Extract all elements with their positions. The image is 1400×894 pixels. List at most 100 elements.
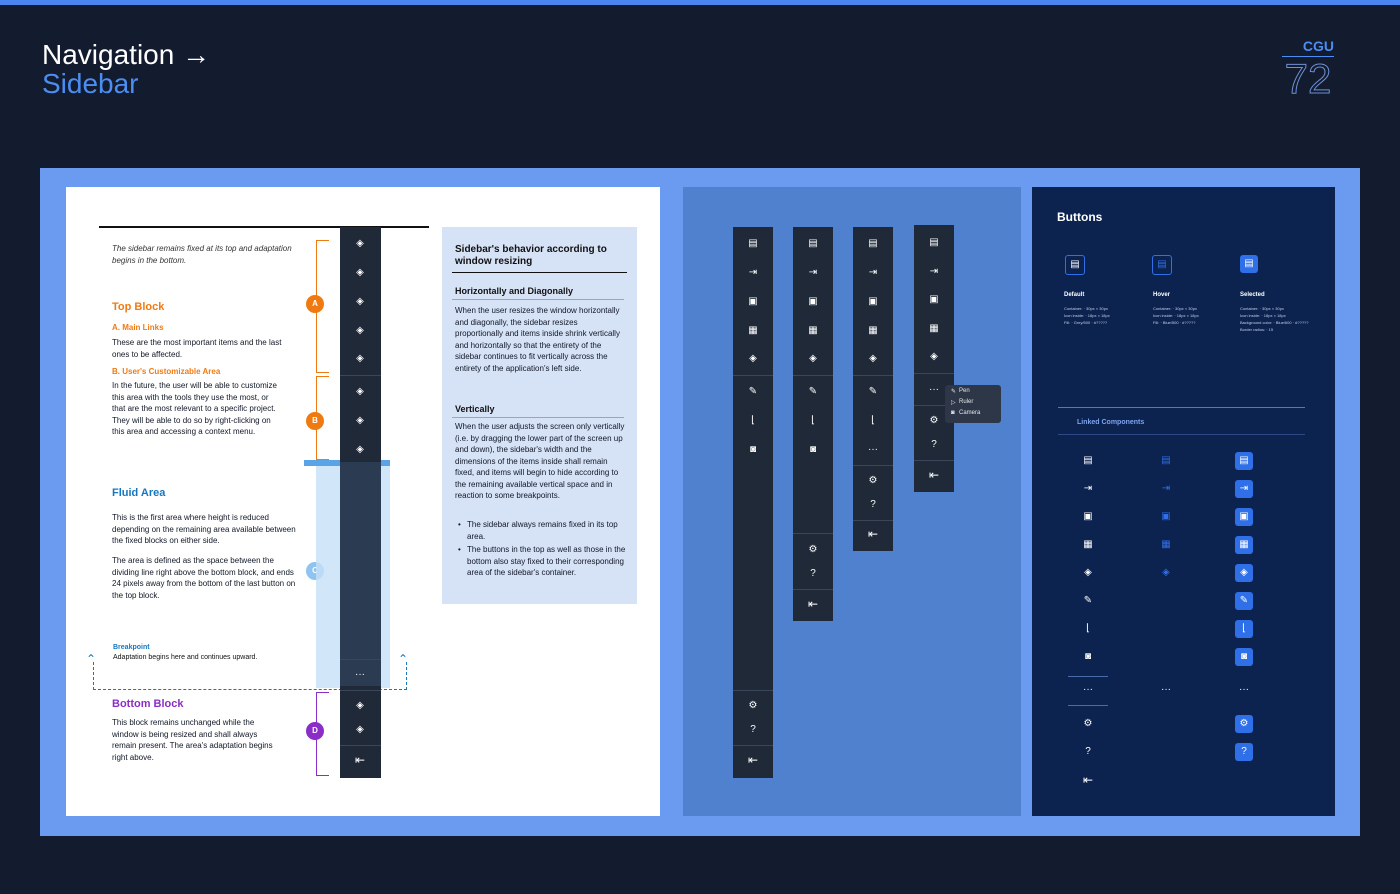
import-icon[interactable]: ⇥ xyxy=(929,266,939,277)
help-icon[interactable]: ? xyxy=(810,568,816,579)
ruler-icon[interactable]: ⌊ xyxy=(871,415,875,426)
help-icon[interactable]: ? xyxy=(1235,743,1253,761)
breakpoint-arrow-right-icon: ⌃ xyxy=(398,652,409,666)
logout-icon[interactable]: ⇤ xyxy=(1082,773,1094,787)
video-icon[interactable]: ▣ xyxy=(1161,511,1171,522)
pen-icon[interactable]: ✎ xyxy=(748,386,758,397)
more-icon[interactable]: ··· xyxy=(355,669,365,680)
more-icon[interactable]: ··· xyxy=(1239,684,1249,695)
button-selected-icon[interactable]: ▤ xyxy=(1240,255,1258,273)
layers-icon[interactable]: ◈ xyxy=(1235,564,1253,582)
spec-default-1: Container: · 30px × 30px xyxy=(1064,306,1108,311)
logout-icon[interactable]: ⇤ xyxy=(747,753,759,767)
layers-icon[interactable]: ◈ xyxy=(356,325,364,336)
layers-icon[interactable]: ◈ xyxy=(356,444,364,455)
logout-icon[interactable]: ⇤ xyxy=(928,468,940,482)
logout-icon[interactable]: ⇤ xyxy=(807,597,819,611)
more-icon[interactable]: ··· xyxy=(1083,684,1093,695)
layers-icon[interactable]: ◈ xyxy=(1162,567,1170,578)
video-icon[interactable]: ▣ xyxy=(868,296,878,307)
layers-icon[interactable]: ◈ xyxy=(869,353,877,364)
layers-icon[interactable]: ◈ xyxy=(749,353,757,364)
pen-icon[interactable]: ✎ xyxy=(1235,592,1253,610)
camera-icon[interactable]: ◙ xyxy=(749,444,757,455)
ruler-icon[interactable]: ⌊ xyxy=(1086,623,1090,634)
layers-icon[interactable]: ◈ xyxy=(930,351,938,362)
video-icon[interactable]: ▣ xyxy=(929,294,939,305)
grid-icon[interactable]: ▦ xyxy=(748,325,758,336)
gear-icon[interactable]: ⚙ xyxy=(808,544,818,555)
import-icon[interactable]: ⇥ xyxy=(808,267,818,278)
button-default-icon[interactable]: ▤ xyxy=(1065,255,1085,275)
video-icon[interactable]: ▣ xyxy=(1235,508,1253,526)
layers-icon[interactable]: ◈ xyxy=(356,353,364,364)
help-icon[interactable]: ? xyxy=(750,724,756,735)
grid-icon[interactable]: ▦ xyxy=(929,323,939,334)
import-icon[interactable]: ⇥ xyxy=(748,267,758,278)
import-icon[interactable]: ⇥ xyxy=(1161,483,1171,494)
bottom-block-text: This block remains unchanged while the w… xyxy=(112,718,273,762)
button-hover-icon[interactable]: ▤ xyxy=(1152,255,1172,275)
import-icon[interactable]: ⇥ xyxy=(1235,480,1253,498)
more-icon[interactable]: ··· xyxy=(929,384,939,395)
more-icon[interactable]: ··· xyxy=(868,444,878,455)
grid-icon[interactable]: ▦ xyxy=(1235,536,1253,554)
import-icon[interactable]: ⇥ xyxy=(868,267,878,278)
ruler-icon[interactable]: ⌊ xyxy=(811,415,815,426)
files-icon[interactable]: ▤ xyxy=(808,238,818,249)
files-icon[interactable]: ▤ xyxy=(868,238,878,249)
layers-icon[interactable]: ◈ xyxy=(356,267,364,278)
pen-icon[interactable]: ✎ xyxy=(808,386,818,397)
logout-icon[interactable]: ⇤ xyxy=(354,753,366,767)
layers-icon[interactable]: ◈ xyxy=(356,700,364,711)
context-item-pen[interactable]: Pen xyxy=(959,388,970,394)
camera-icon[interactable]: ◙ xyxy=(1084,651,1092,662)
layers-icon[interactable]: ◈ xyxy=(1084,567,1092,578)
gear-icon[interactable]: ⚙ xyxy=(748,700,758,711)
layers-icon[interactable]: ◈ xyxy=(356,415,364,426)
context-item-ruler[interactable]: Ruler xyxy=(959,399,974,405)
logout-icon[interactable]: ⇤ xyxy=(867,527,879,541)
import-icon[interactable]: ⇥ xyxy=(1083,483,1093,494)
gear-icon[interactable]: ⚙ xyxy=(1083,718,1093,729)
pen-icon[interactable]: ✎ xyxy=(868,386,878,397)
state-default-label: Default xyxy=(1064,292,1085,298)
camera-icon[interactable]: ◙ xyxy=(1235,648,1253,666)
grid-icon[interactable]: ▦ xyxy=(1161,539,1171,550)
camera-icon[interactable]: ◙ xyxy=(809,444,817,455)
help-icon[interactable]: ? xyxy=(1085,746,1091,757)
files-icon[interactable]: ▤ xyxy=(1083,455,1093,466)
files-icon[interactable]: ▤ xyxy=(748,238,758,249)
layers-icon[interactable]: ◈ xyxy=(356,296,364,307)
sidebar-divider xyxy=(793,589,833,590)
layers-icon[interactable]: ◈ xyxy=(356,238,364,249)
help-icon[interactable]: ? xyxy=(870,499,876,510)
gear-icon[interactable]: ⚙ xyxy=(868,475,878,486)
ruler-icon[interactable]: ⌊ xyxy=(1235,620,1253,638)
layers-icon[interactable]: ◈ xyxy=(809,353,817,364)
gear-icon[interactable]: ⚙ xyxy=(1235,715,1253,733)
grid-icon[interactable]: ▦ xyxy=(1083,539,1093,550)
breakpoint-line xyxy=(93,662,407,690)
top-block-title: Top Block xyxy=(112,301,165,313)
files-icon[interactable]: ▤ xyxy=(1235,452,1253,470)
files-icon[interactable]: ▤ xyxy=(1161,455,1171,466)
video-icon[interactable]: ▣ xyxy=(808,296,818,307)
linked-sep xyxy=(1068,676,1108,677)
pen-icon[interactable]: ✎ xyxy=(1083,595,1093,606)
more-icon[interactable]: ··· xyxy=(1161,684,1171,695)
linked-divider xyxy=(1058,407,1305,408)
video-icon[interactable]: ▣ xyxy=(748,296,758,307)
buttons-panel xyxy=(1032,187,1335,816)
layers-icon[interactable]: ◈ xyxy=(356,386,364,397)
context-item-camera[interactable]: Camera xyxy=(959,410,981,416)
video-icon[interactable]: ▣ xyxy=(1083,511,1093,522)
ruler-icon[interactable]: ⌊ xyxy=(751,415,755,426)
help-icon[interactable]: ? xyxy=(931,439,937,450)
grid-icon[interactable]: ▦ xyxy=(808,325,818,336)
layers-icon[interactable]: ◈ xyxy=(356,724,364,735)
files-icon[interactable]: ▤ xyxy=(929,237,939,248)
grid-icon[interactable]: ▦ xyxy=(868,325,878,336)
sidebar-variant-medium: ▤ ⇥ ▣ ▦ ◈ ✎ ⌊ ◙ ⚙ ? ⇤ xyxy=(793,227,833,621)
gear-icon[interactable]: ⚙ xyxy=(929,415,939,426)
